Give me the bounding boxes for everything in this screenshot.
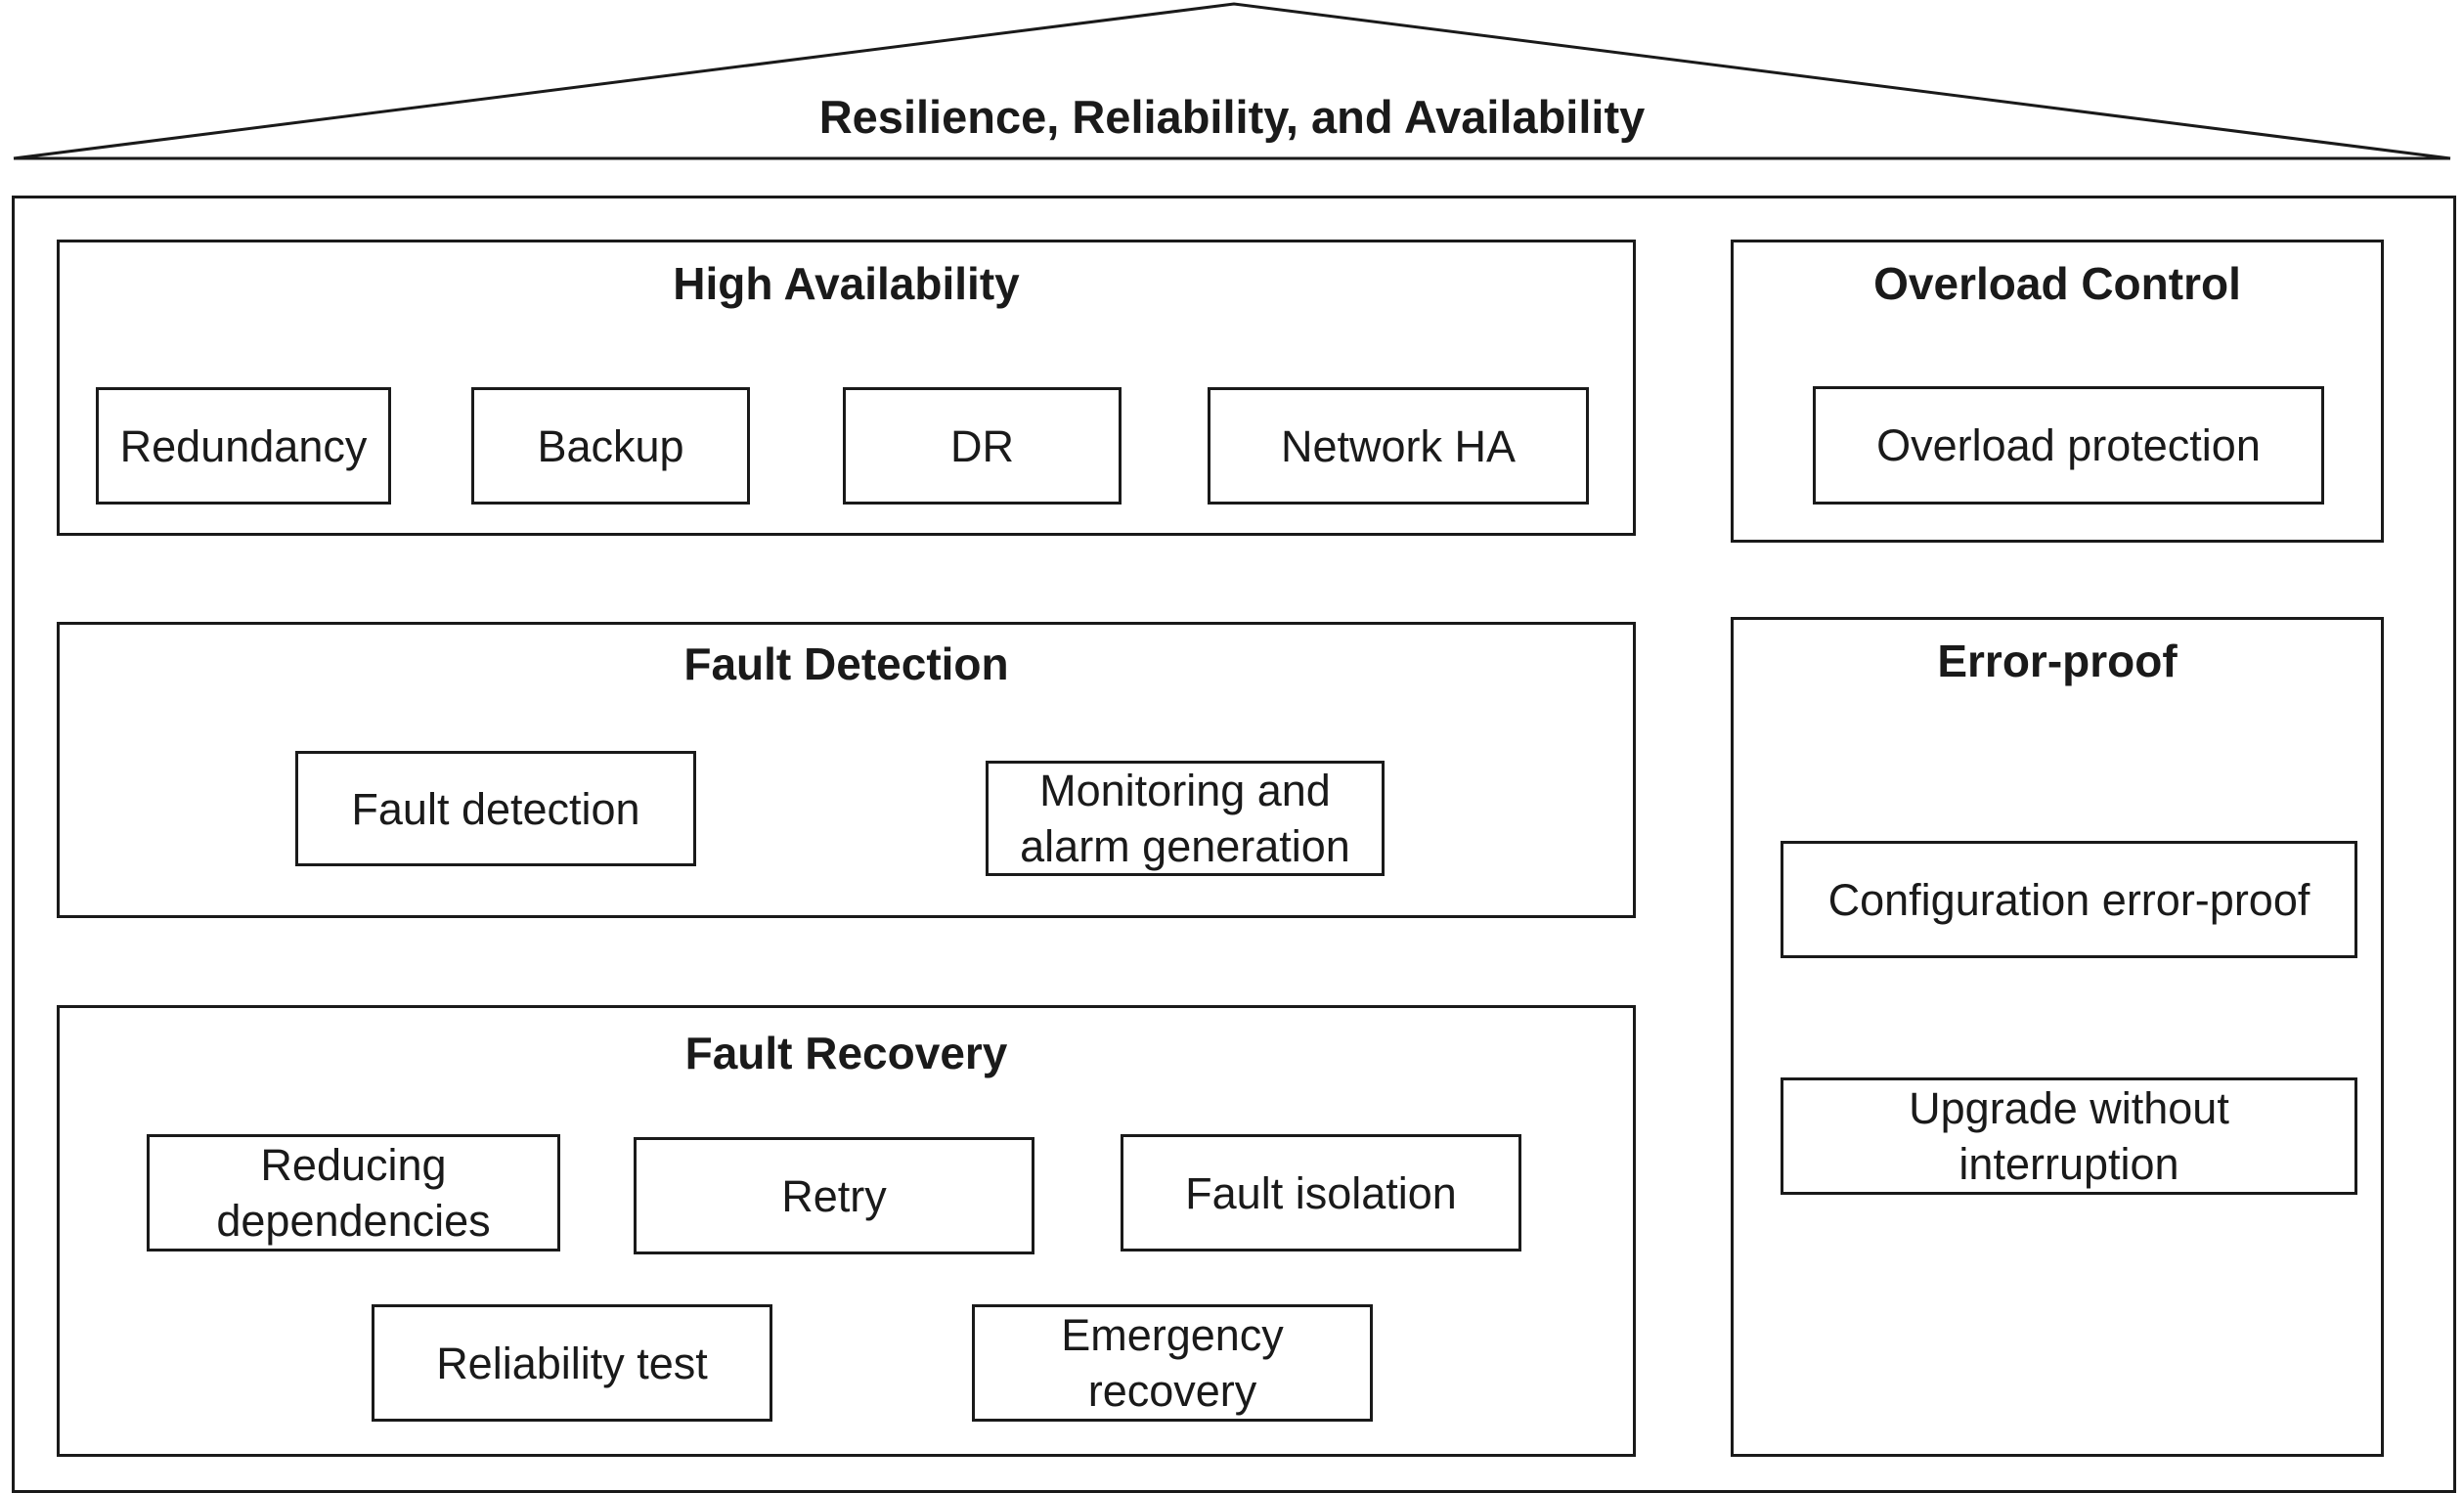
item-reliability-test: Reliability test	[372, 1304, 772, 1422]
item-network-ha: Network HA	[1208, 387, 1589, 505]
item-redundancy: Redundancy	[96, 387, 391, 505]
group-high-availability: High Availability	[57, 240, 1636, 536]
item-fault-detection: Fault detection	[295, 751, 696, 866]
item-emergency-recovery: Emergency recovery	[972, 1304, 1373, 1422]
item-retry: Retry	[634, 1137, 1034, 1254]
item-overload-protection: Overload protection	[1813, 386, 2324, 505]
item-backup: Backup	[471, 387, 750, 505]
item-monitoring-alarm: Monitoring and alarm generation	[986, 761, 1385, 876]
roof-outline	[13, 2, 2451, 160]
group-title-overload-control: Overload Control	[1873, 258, 2241, 309]
house-title: Resilience, Reliability, and Availabilit…	[818, 91, 1646, 143]
group-title-fault-detection: Fault Detection	[683, 638, 1009, 689]
group-overload-control: Overload Control	[1731, 240, 2384, 543]
group-fault-recovery: Fault Recovery	[57, 1005, 1636, 1457]
group-title-high-availability: High Availability	[673, 258, 1020, 309]
item-reducing-dependencies: Reducing dependencies	[147, 1134, 560, 1251]
house-frame	[12, 196, 2456, 1493]
group-fault-detection: Fault Detection	[57, 622, 1636, 918]
item-dr: DR	[843, 387, 1122, 505]
item-upgrade-without-interruption: Upgrade without interruption	[1781, 1077, 2357, 1195]
group-title-error-proof: Error-proof	[1937, 636, 2178, 686]
item-configuration-error-proof: Configuration error-proof	[1781, 841, 2357, 958]
group-error-proof: Error-proof	[1731, 617, 2384, 1457]
group-title-fault-recovery: Fault Recovery	[684, 1028, 1008, 1078]
item-fault-isolation: Fault isolation	[1121, 1134, 1521, 1251]
